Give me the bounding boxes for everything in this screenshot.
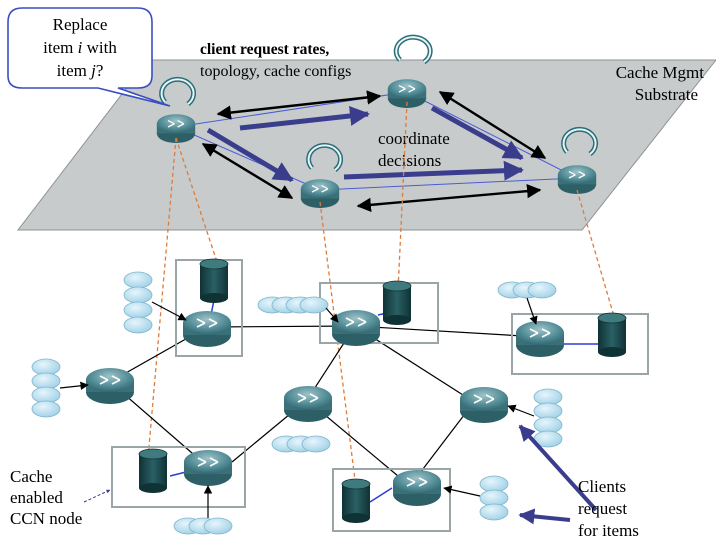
- callout-bubble: [7, 7, 171, 107]
- client-group: [257, 296, 329, 314]
- router-icon: [459, 386, 509, 424]
- client-group: [479, 475, 509, 521]
- substrate-label-2: Substrate: [635, 85, 698, 104]
- clients-label-3: for items: [578, 521, 639, 540]
- substrate-label-1: Cache Mgmt: [616, 63, 705, 82]
- plane-purple-arrows: [206, 105, 524, 183]
- router-icon: [515, 320, 565, 358]
- router-icon: [283, 385, 333, 423]
- cache-node-pointer: [83, 489, 111, 503]
- router-icon: [557, 164, 597, 195]
- router-icon: [183, 449, 233, 487]
- database-icon: [138, 448, 168, 494]
- clients-label-1: Clients: [578, 477, 626, 496]
- client-group: [497, 281, 557, 299]
- router-icon: [392, 469, 442, 507]
- callout-line1: Replace: [53, 15, 108, 34]
- messages-label-2: topology, cache configs: [200, 63, 351, 80]
- coordinate-label-1: coordinate: [378, 129, 450, 148]
- cache-boxes: [111, 259, 649, 532]
- client-arrows: [59, 297, 538, 518]
- callout-line2: item i with: [43, 38, 117, 57]
- cache-node-label-1: Cache: [10, 467, 52, 486]
- orange-dashed-links: [147, 101, 619, 481]
- self-loop-inner: [160, 36, 597, 171]
- client-group: [271, 435, 331, 453]
- plane-black-arrows: [201, 90, 547, 213]
- database-icon: [341, 478, 371, 524]
- router-icon: [85, 367, 135, 405]
- client-group: [123, 271, 153, 334]
- callout-line3: item j?: [57, 61, 104, 80]
- coordinate-label-2: decisions: [378, 151, 441, 170]
- clients-label-2: request: [578, 499, 627, 518]
- router-icon: [182, 310, 232, 348]
- clients-pointer-arrows: [518, 424, 598, 525]
- cache-node-label-3: CCN node: [10, 509, 82, 528]
- messages-label-1: client request rates,: [200, 41, 329, 58]
- database-icon: [382, 280, 412, 326]
- database-icon: [199, 258, 229, 304]
- client-group: [31, 358, 61, 418]
- database-icon: [597, 312, 627, 358]
- client-group: [533, 388, 563, 448]
- client-group: [173, 517, 233, 535]
- router-icon: [331, 309, 381, 347]
- cache-node-label-2: enabled: [10, 488, 63, 507]
